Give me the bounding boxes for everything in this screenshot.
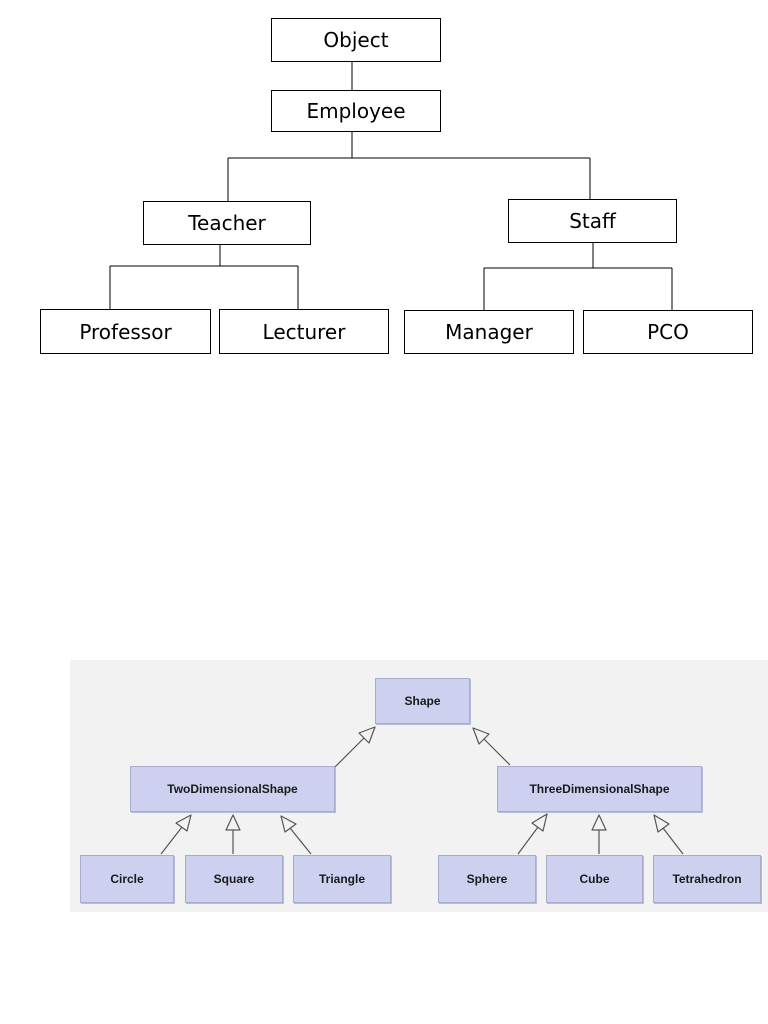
arrowhead-icon — [225, 814, 241, 831]
lecturer-box: Lecturer — [219, 309, 389, 354]
arrowhead-icon — [653, 814, 670, 833]
shape-box: Shape — [375, 678, 470, 724]
professor-box: Professor — [40, 309, 211, 354]
employee-box: Employee — [271, 90, 441, 132]
tetrahedron-box: Tetrahedron — [653, 855, 761, 903]
teacher-box: Teacher — [143, 201, 311, 245]
arrowhead-icon — [280, 815, 297, 833]
triangle-box: Triangle — [293, 855, 391, 903]
arrowhead-icon — [175, 814, 192, 832]
sphere-box: Sphere — [438, 855, 536, 903]
square-box: Square — [185, 855, 283, 903]
manager-box: Manager — [404, 310, 574, 354]
arrowhead-icon — [531, 813, 548, 832]
arrowhead-icon — [358, 726, 376, 744]
employee-hierarchy-connectors — [109, 62, 673, 310]
object-box: Object — [271, 18, 441, 62]
arrowhead-icon — [472, 727, 490, 745]
cube-box: Cube — [546, 855, 643, 903]
pco-box: PCO — [583, 310, 753, 354]
arrowhead-icon — [591, 814, 607, 831]
three-dimensional-shape-box: ThreeDimensionalShape — [497, 766, 702, 812]
two-dimensional-shape-box: TwoDimensionalShape — [130, 766, 335, 812]
staff-box: Staff — [508, 199, 677, 243]
circle-box: Circle — [80, 855, 174, 903]
